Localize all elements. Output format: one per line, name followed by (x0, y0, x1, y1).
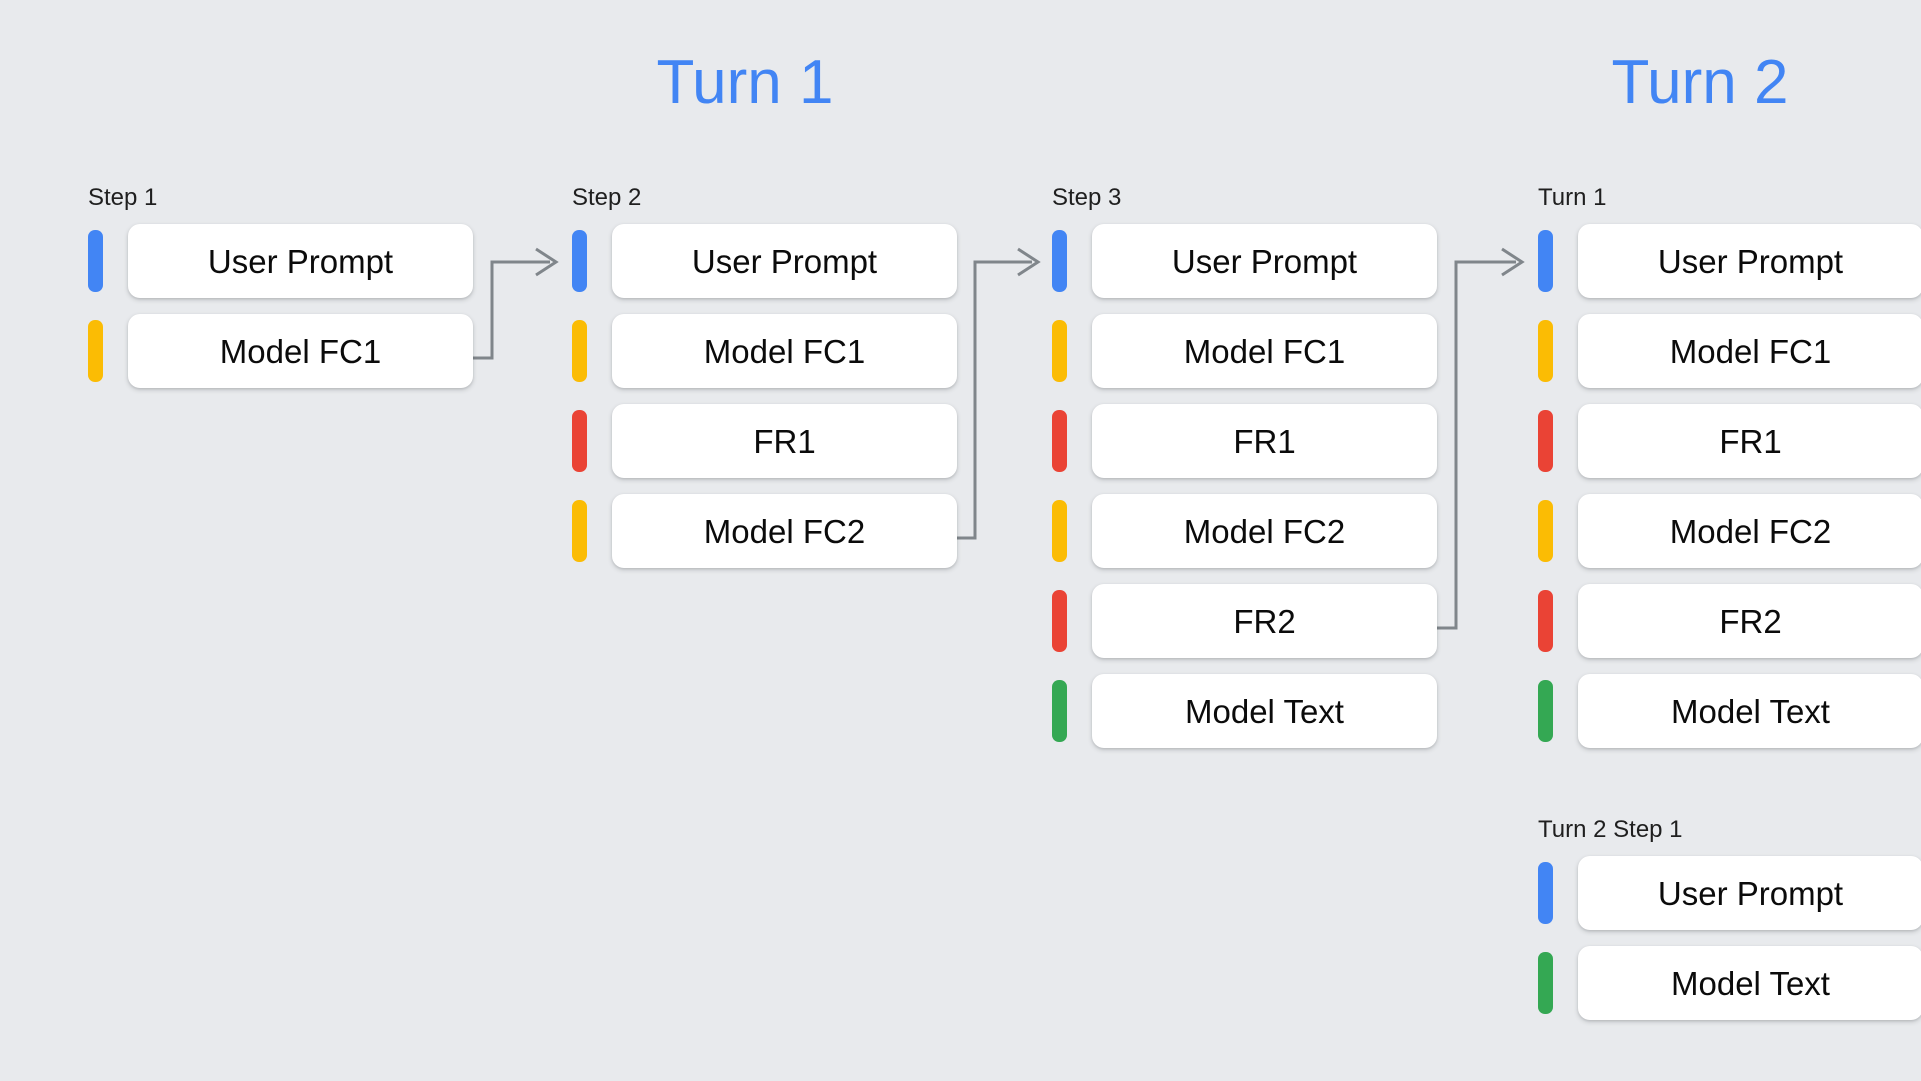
message-row[interactable]: Model Text (1538, 946, 1921, 1020)
accent-bar-blue (1538, 230, 1553, 292)
message-card-label: Model FC1 (219, 332, 382, 370)
message-card[interactable]: Model Text (1578, 946, 1921, 1020)
message-card[interactable]: User Prompt (612, 224, 957, 298)
message-card[interactable]: User Prompt (128, 224, 473, 298)
accent-bar-red (1052, 590, 1067, 652)
message-card-label: Model FC2 (1669, 512, 1832, 550)
message-card[interactable]: Model Text (1092, 674, 1437, 748)
message-row[interactable]: FR2 (1052, 584, 1437, 658)
message-card-label: FR2 (1719, 602, 1782, 640)
message-row[interactable]: Model Text (1052, 674, 1437, 748)
accent-bar-blue (1052, 230, 1067, 292)
accent-bar-yellow (1538, 320, 1553, 382)
accent-bar-yellow (572, 500, 587, 562)
accent-bar-yellow (1052, 320, 1067, 382)
message-card-label: Model Text (1671, 964, 1830, 1002)
message-row[interactable]: User Prompt (1538, 224, 1921, 298)
message-card-label: Model Text (1185, 692, 1344, 730)
accent-bar-blue (1538, 862, 1553, 924)
message-row[interactable]: User Prompt (1052, 224, 1437, 298)
message-row[interactable]: User Prompt (1538, 856, 1921, 930)
message-card[interactable]: Model FC1 (1092, 314, 1437, 388)
message-row[interactable]: Model FC1 (572, 314, 957, 388)
accent-bar-blue (88, 230, 103, 292)
message-row[interactable]: Model FC2 (1052, 494, 1437, 568)
message-card[interactable]: FR1 (1092, 404, 1437, 478)
column-label: Turn 2 Step 1 (1538, 816, 1683, 843)
message-card-label: FR1 (1233, 422, 1296, 460)
arrowhead-icon (1501, 247, 1525, 277)
message-row[interactable]: Model FC1 (1052, 314, 1437, 388)
message-card-label: FR1 (753, 422, 816, 460)
message-card[interactable]: User Prompt (1578, 224, 1921, 298)
message-row[interactable]: FR1 (572, 404, 957, 478)
message-card[interactable]: Model FC1 (128, 314, 473, 388)
message-card[interactable]: Model FC1 (612, 314, 957, 388)
message-card[interactable]: User Prompt (1578, 856, 1921, 930)
message-row[interactable]: Model FC2 (572, 494, 957, 568)
message-card-label: FR2 (1233, 602, 1296, 640)
message-card-label: Model FC2 (703, 512, 866, 550)
accent-bar-red (1538, 410, 1553, 472)
message-card[interactable]: Model FC2 (1578, 494, 1921, 568)
message-card-label: Model FC1 (703, 332, 866, 370)
column-label: Turn 1 (1538, 184, 1607, 211)
message-card[interactable]: FR2 (1092, 584, 1437, 658)
message-card-label: Model FC2 (1183, 512, 1346, 550)
arrowhead-icon (1017, 247, 1041, 277)
message-card[interactable]: FR1 (1578, 404, 1921, 478)
message-card-label: Model FC1 (1183, 332, 1346, 370)
message-card[interactable]: FR2 (1578, 584, 1921, 658)
message-row[interactable]: FR2 (1538, 584, 1921, 658)
accent-bar-yellow (1538, 500, 1553, 562)
accent-bar-red (1052, 410, 1067, 472)
column-label: Step 2 (572, 184, 642, 211)
accent-bar-green (1052, 680, 1067, 742)
column-label: Step 3 (1052, 184, 1122, 211)
message-card-label: User Prompt (1657, 242, 1844, 280)
accent-bar-yellow (1052, 500, 1067, 562)
message-card[interactable]: User Prompt (1092, 224, 1437, 298)
accent-bar-yellow (572, 320, 587, 382)
accent-bar-green (1538, 952, 1553, 1014)
accent-bar-red (572, 410, 587, 472)
accent-bar-red (1538, 590, 1553, 652)
arrowhead-icon (535, 247, 559, 277)
message-card[interactable]: Model FC2 (1092, 494, 1437, 568)
column-label: Step 1 (88, 184, 158, 211)
message-row[interactable]: Model FC1 (1538, 314, 1921, 388)
message-card-label: User Prompt (691, 242, 878, 280)
message-row[interactable]: Model Text (1538, 674, 1921, 748)
message-row[interactable]: Model FC2 (1538, 494, 1921, 568)
message-row[interactable]: FR1 (1052, 404, 1437, 478)
message-card[interactable]: Model Text (1578, 674, 1921, 748)
turn-heading-1: Turn 1 (656, 48, 834, 117)
message-card-label: User Prompt (1657, 874, 1844, 912)
message-row[interactable]: FR1 (1538, 404, 1921, 478)
message-card-label: Model FC1 (1669, 332, 1832, 370)
message-card-label: User Prompt (207, 242, 394, 280)
turn-heading-2: Turn 2 (1611, 48, 1789, 117)
accent-bar-yellow (88, 320, 103, 382)
message-card[interactable]: Model FC2 (612, 494, 957, 568)
accent-bar-green (1538, 680, 1553, 742)
message-card[interactable]: Model FC1 (1578, 314, 1921, 388)
accent-bar-blue (572, 230, 587, 292)
message-row[interactable]: User Prompt (572, 224, 957, 298)
message-card[interactable]: FR1 (612, 404, 957, 478)
message-row[interactable]: Model FC1 (88, 314, 473, 388)
message-card-label: FR1 (1719, 422, 1782, 460)
message-row[interactable]: User Prompt (88, 224, 473, 298)
message-card-label: User Prompt (1171, 242, 1358, 280)
message-card-label: Model Text (1671, 692, 1830, 730)
